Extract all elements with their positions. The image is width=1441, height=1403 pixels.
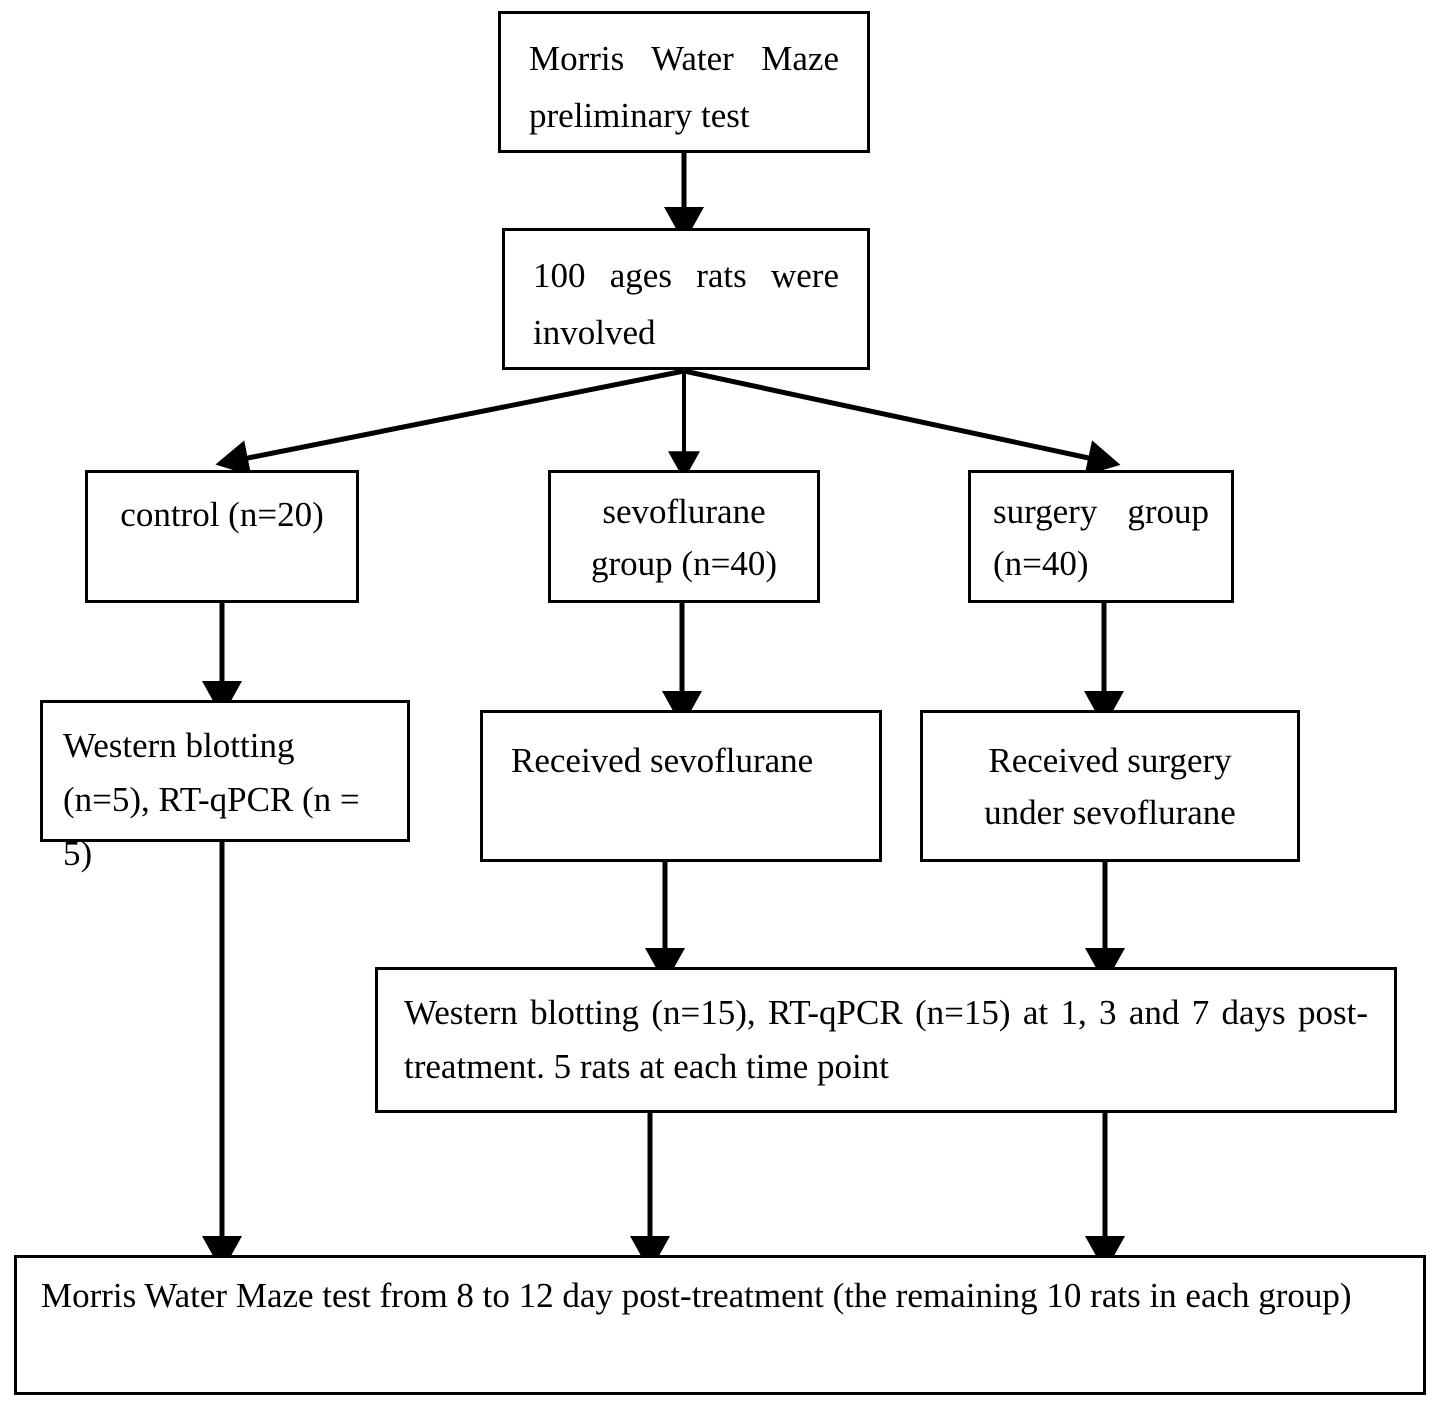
node-surgery-group: surgery group (n=40) <box>968 470 1234 603</box>
node-label-control-assays: Western blotting (n=5), RT-qPCR (n = 5) <box>63 726 360 873</box>
node-control-group: control (n=20) <box>85 470 359 603</box>
node-label-received-surgery: Received surgery under sevoflurane <box>984 741 1236 832</box>
node-label-treatment-assays: Western blotting (n=15), RT-qPCR (n=15) … <box>404 993 1368 1086</box>
node-morris-water-maze-preliminary: Morris Water Maze preliminary test <box>498 11 870 153</box>
node-label-control-group: control (n=20) <box>120 495 324 534</box>
node-label-mwm-preliminary: Morris Water Maze preliminary test <box>529 39 839 135</box>
node-morris-water-maze-final: Morris Water Maze test from 8 to 12 day … <box>14 1255 1426 1395</box>
node-label-mwm-final: Morris Water Maze test from 8 to 12 day … <box>41 1276 1352 1315</box>
node-rats-enrolled: 100 ages rats were involved <box>502 228 870 370</box>
edge-rats-to-control <box>215 368 685 476</box>
node-label-rats-enrolled: 100 ages rats were involved <box>533 256 839 352</box>
node-label-sevoflurane-group: sevoflurane group (n=40) <box>591 492 777 583</box>
node-received-sevoflurane: Received sevoflurane <box>480 710 882 862</box>
node-received-surgery: Received surgery under sevoflurane <box>920 710 1300 862</box>
node-treatment-assays: Western blotting (n=15), RT-qPCR (n=15) … <box>375 967 1397 1113</box>
node-label-surgery-group: surgery group (n=40) <box>993 492 1209 583</box>
edge-rats-to-surgery <box>683 368 1121 476</box>
node-sevoflurane-group: sevoflurane group (n=40) <box>548 470 820 603</box>
node-label-received-sevoflurane: Received sevoflurane <box>511 741 814 780</box>
node-control-assays: Western blotting (n=5), RT-qPCR (n = 5) <box>40 700 410 873</box>
